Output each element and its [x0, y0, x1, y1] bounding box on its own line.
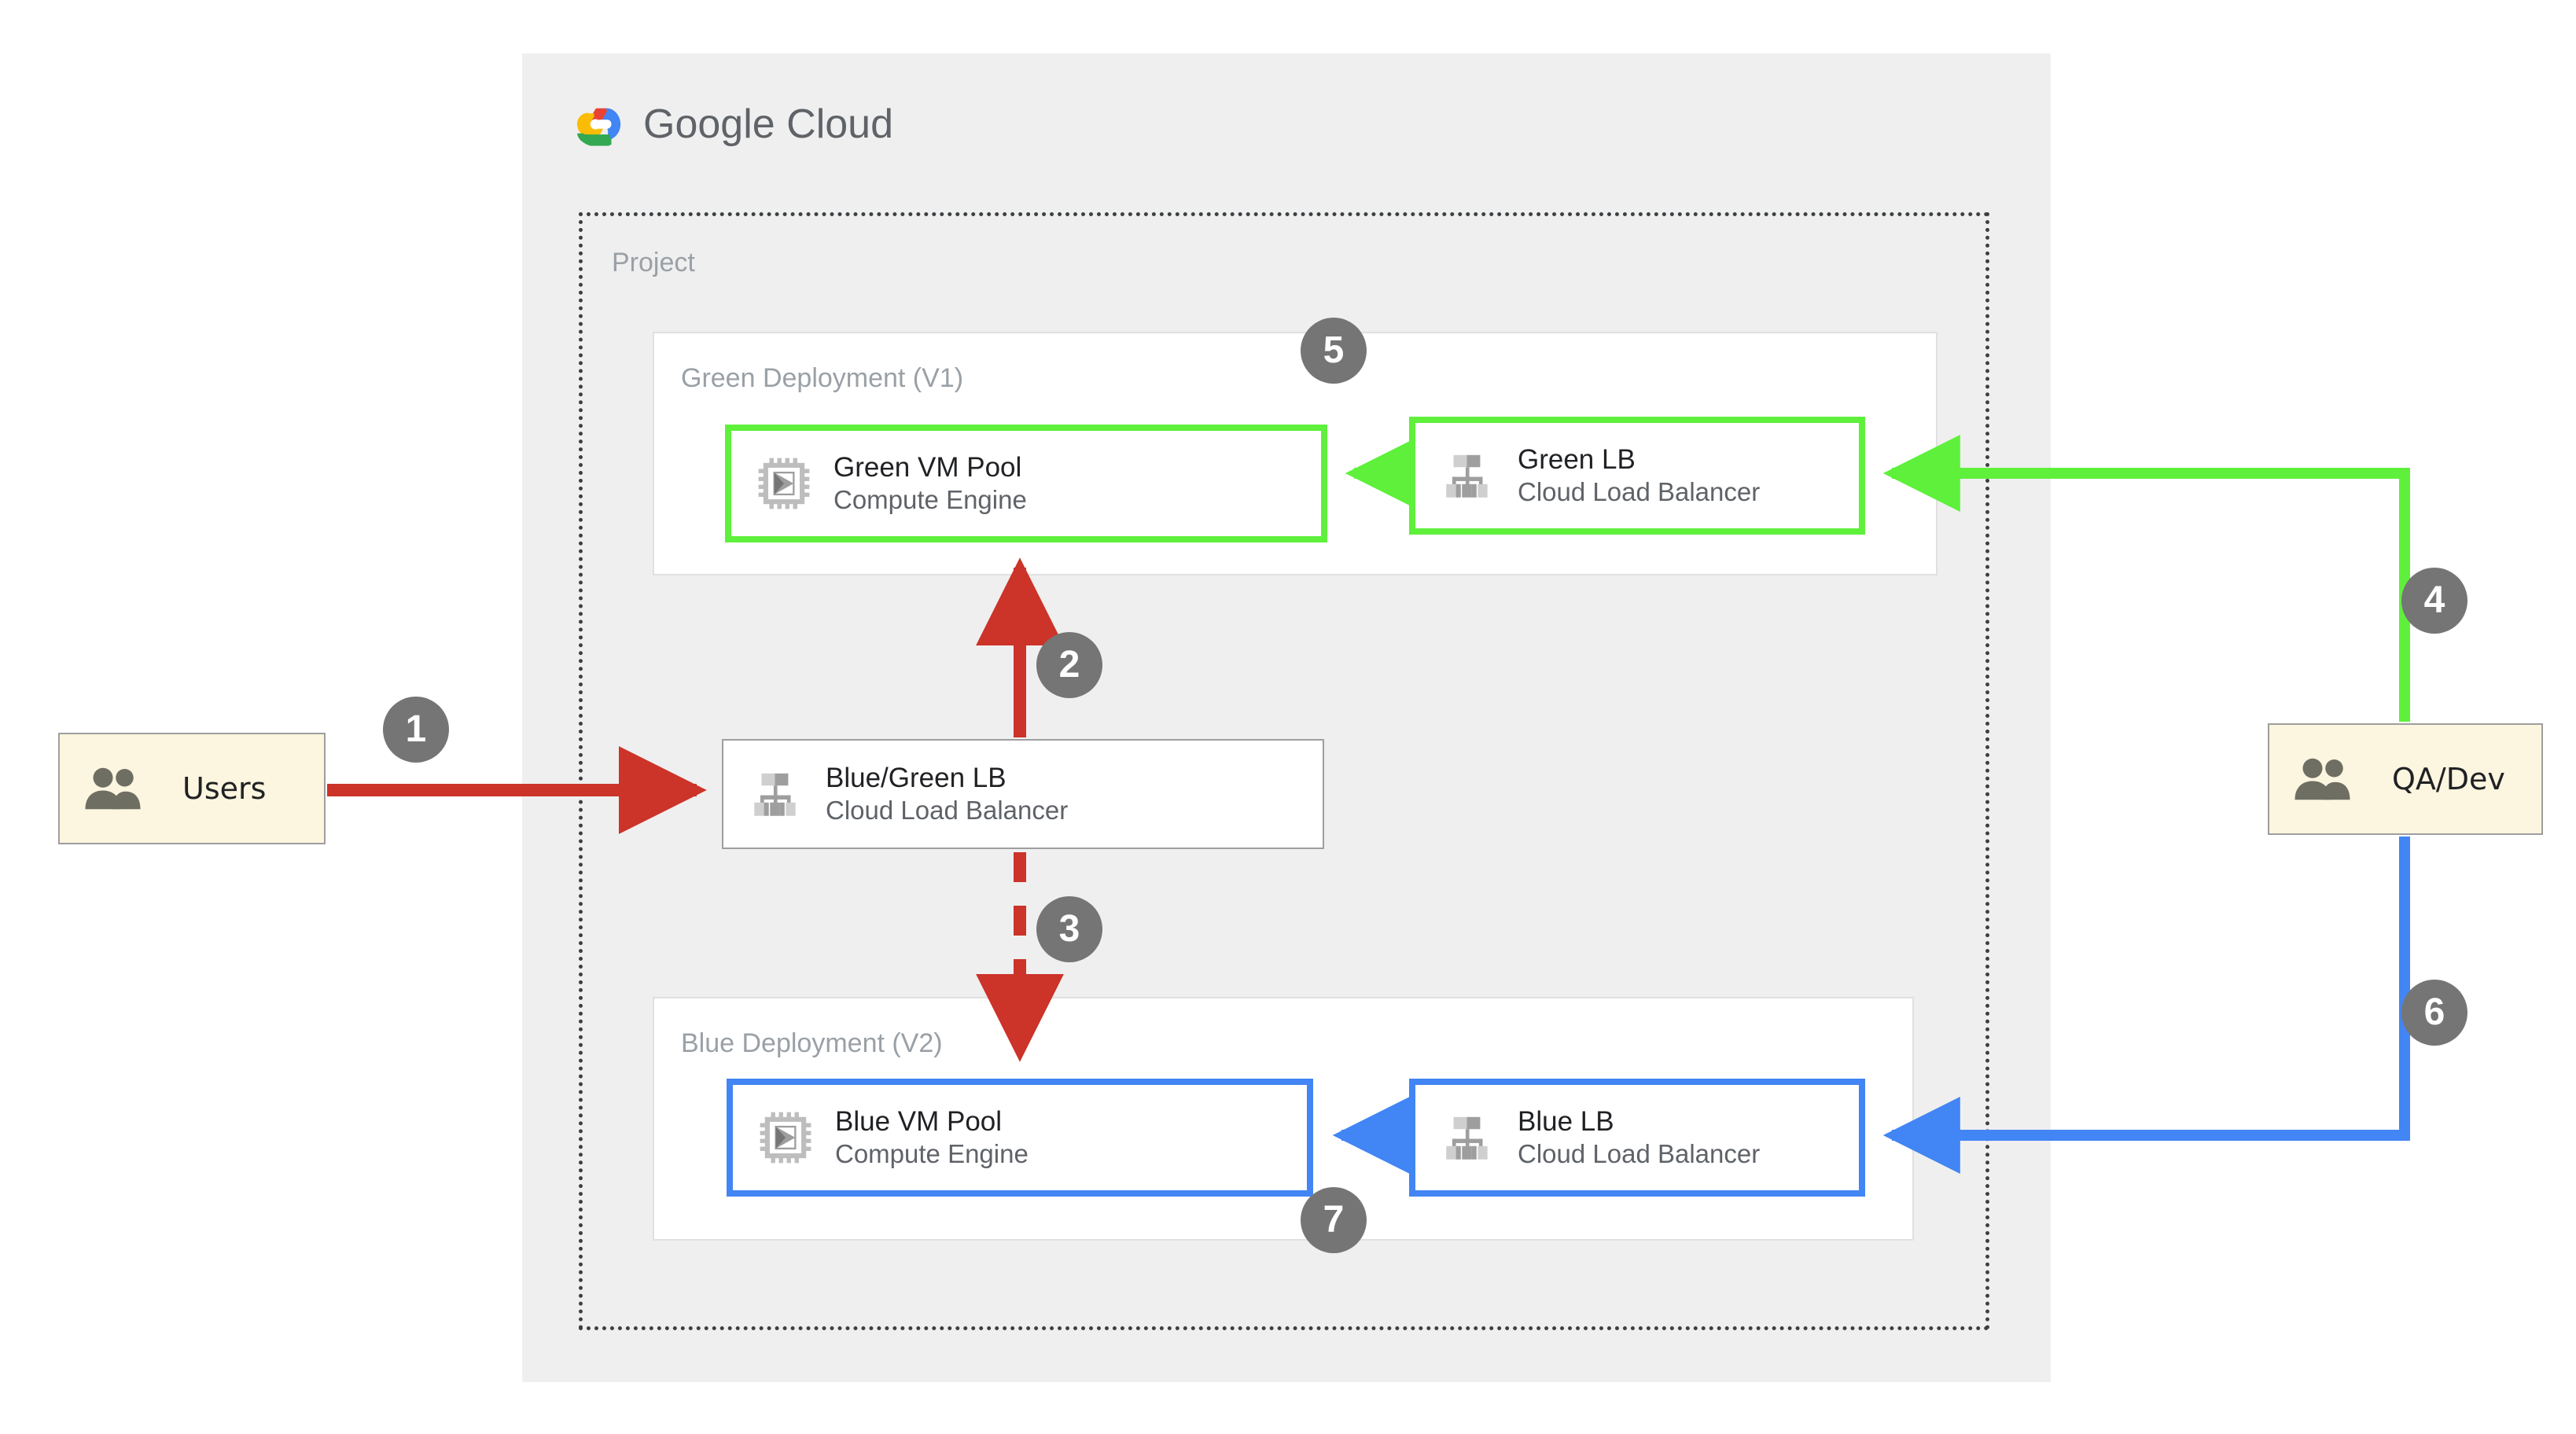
node-green-vm-pool[interactable]: Green VM Pool Compute Engine — [725, 425, 1327, 542]
node-title: Green LB — [1518, 443, 1636, 475]
actor-label: QA/Dev — [2392, 762, 2505, 796]
users-group-icon — [2294, 758, 2350, 800]
node-subtitle: Cloud Load Balancer — [1518, 477, 1761, 507]
step-badge-1: 1 — [383, 697, 449, 763]
node-title: Blue VM Pool — [835, 1105, 1003, 1137]
actor-qa-dev[interactable]: QA/Dev — [2268, 723, 2543, 835]
compute-engine-icon — [758, 458, 810, 509]
green-deployment-label: Green Deployment (V1) — [681, 363, 964, 393]
users-group-icon — [85, 767, 141, 810]
node-text: Green VM Pool Compute Engine — [834, 451, 1027, 517]
node-subtitle: Cloud Load Balancer — [826, 796, 1069, 825]
node-blue-vm-pool[interactable]: Blue VM Pool Compute Engine — [727, 1079, 1313, 1197]
project-boundary — [579, 212, 1989, 1330]
actor-users[interactable]: Users — [58, 733, 326, 844]
load-balancer-icon — [1446, 1116, 1488, 1160]
project-label: Project — [612, 248, 695, 278]
node-title: Blue/Green LB — [826, 762, 1006, 793]
google-cloud-branding: Google Cloud — [572, 101, 893, 148]
load-balancer-icon — [1446, 454, 1488, 498]
brand-cloud: Cloud — [775, 101, 893, 147]
google-cloud-wordmark: Google Cloud — [643, 101, 893, 148]
load-balancer-icon — [754, 773, 796, 816]
node-title: Blue LB — [1518, 1105, 1614, 1137]
compute-engine-icon — [760, 1112, 811, 1164]
node-blue-green-lb[interactable]: Blue/Green LB Cloud Load Balancer — [722, 739, 1324, 849]
node-text: Blue LB Cloud Load Balancer — [1518, 1105, 1760, 1171]
node-subtitle: Compute Engine — [834, 485, 1027, 515]
step-badge-4: 4 — [2401, 568, 2467, 634]
google-cloud-logo-icon — [577, 108, 621, 146]
node-subtitle: Compute Engine — [835, 1139, 1029, 1169]
step-badge-3: 3 — [1036, 896, 1102, 962]
node-subtitle: Cloud Load Balancer — [1518, 1139, 1761, 1169]
node-green-lb[interactable]: Green LB Cloud Load Balancer — [1409, 417, 1865, 535]
step-badge-5: 5 — [1301, 318, 1367, 384]
brand-google: Google — [643, 101, 775, 147]
step-badge-7: 7 — [1301, 1187, 1367, 1253]
actor-label: Users — [182, 771, 267, 806]
step-badge-2: 2 — [1036, 632, 1102, 698]
node-text: Blue VM Pool Compute Engine — [835, 1105, 1029, 1171]
step-badge-6: 6 — [2401, 980, 2467, 1046]
blue-deployment-label: Blue Deployment (V2) — [681, 1028, 943, 1058]
node-text: Green LB Cloud Load Balancer — [1518, 443, 1760, 509]
node-blue-lb[interactable]: Blue LB Cloud Load Balancer — [1409, 1079, 1865, 1197]
node-title: Green VM Pool — [834, 451, 1022, 483]
node-text: Blue/Green LB Cloud Load Balancer — [826, 762, 1068, 827]
